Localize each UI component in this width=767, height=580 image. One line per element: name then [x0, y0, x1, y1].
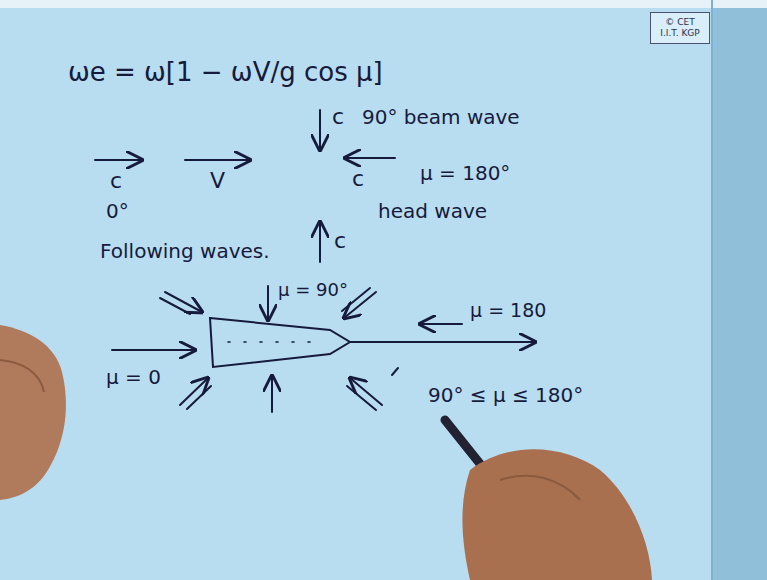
ship-speed: V	[210, 168, 225, 193]
stamp-box: © CET I.I.T. KGP	[650, 12, 710, 44]
formula: ωe = ω[1 − ωV/g cos μ]	[68, 58, 383, 88]
heading-line	[350, 341, 535, 343]
wave-arrow-stroke	[187, 386, 211, 409]
wave-arrow	[95, 159, 142, 161]
finger-crease	[0, 360, 44, 392]
wave-arrow	[420, 323, 462, 325]
wave-speed: c	[332, 104, 344, 129]
ship-speed-arrow	[185, 159, 250, 161]
wave-arrow	[112, 349, 195, 351]
note: Following waves.	[100, 240, 270, 263]
paper-sheet	[0, 0, 712, 580]
heading-angle: 0°	[106, 200, 129, 223]
left-hand	[0, 325, 66, 500]
wave-arrow	[319, 222, 321, 262]
paper-top-edge	[0, 0, 767, 8]
wave-arrow	[267, 286, 269, 320]
wave-arrow	[345, 157, 395, 159]
wave-arrow-stroke	[347, 386, 376, 410]
heading-angle: μ = 180°	[420, 162, 510, 185]
ship-centerline	[228, 341, 322, 343]
note: head wave	[378, 200, 487, 223]
finger-crease	[500, 476, 580, 500]
wave-speed: c	[110, 168, 122, 193]
heading-angle: μ = 0	[106, 366, 161, 389]
ship-hull	[210, 318, 350, 367]
heading-angle: μ = 90°	[278, 280, 348, 301]
tick-mark	[392, 368, 398, 375]
wave-arrow	[319, 110, 321, 150]
wave-arrow	[165, 292, 202, 312]
right-hand	[462, 449, 652, 580]
paper-right-edge	[711, 0, 713, 580]
heading-angle: μ = 180	[470, 300, 546, 322]
heading-range: 90° ≤ μ ≤ 180°	[428, 384, 583, 407]
note: 90° beam wave	[362, 106, 520, 129]
wave-arrow-stroke	[160, 298, 190, 314]
stamp-text: © CET I.I.T. KGP	[655, 17, 705, 39]
wave-speed: c	[334, 228, 346, 253]
wave-arrow	[271, 376, 273, 412]
wave-speed: c	[352, 166, 364, 191]
